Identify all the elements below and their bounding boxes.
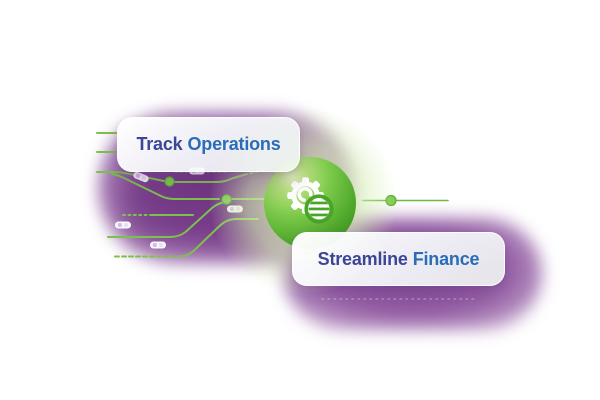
circuit-chip bbox=[150, 241, 166, 249]
circuit-node-dot bbox=[164, 176, 175, 187]
circuit-chip bbox=[133, 171, 149, 183]
card-streamline-finance-label-primary: Streamline bbox=[317, 248, 408, 269]
card-track-operations: Track Operations bbox=[117, 117, 300, 172]
card-streamline-finance-label-secondary: Finance bbox=[412, 248, 480, 269]
card-track-operations-label-primary: Track bbox=[136, 134, 183, 154]
circuit-trace bbox=[111, 173, 220, 200]
card-streamline-finance: Streamline Finance bbox=[292, 232, 505, 286]
gear-globe-icon bbox=[287, 177, 334, 224]
card-track-operations-label-secondary: Operations bbox=[187, 134, 281, 154]
circuit-chip bbox=[115, 221, 131, 229]
circuit-trace bbox=[107, 201, 228, 238]
circuit-trace bbox=[96, 171, 165, 182]
